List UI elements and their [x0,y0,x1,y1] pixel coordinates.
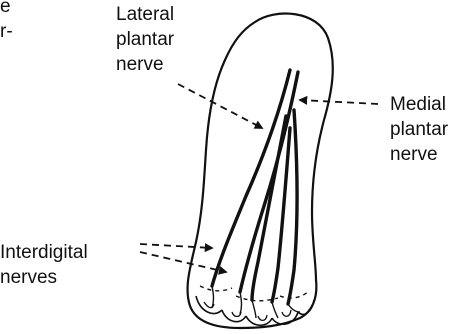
interdigital-leader-lower [140,252,226,272]
interdigital-leader-upper [140,244,212,248]
leader-lines [140,84,378,272]
nerve-branches [212,70,298,304]
medial-leader [300,100,378,104]
foot-outline [188,14,333,328]
lateral-leader [178,84,262,128]
